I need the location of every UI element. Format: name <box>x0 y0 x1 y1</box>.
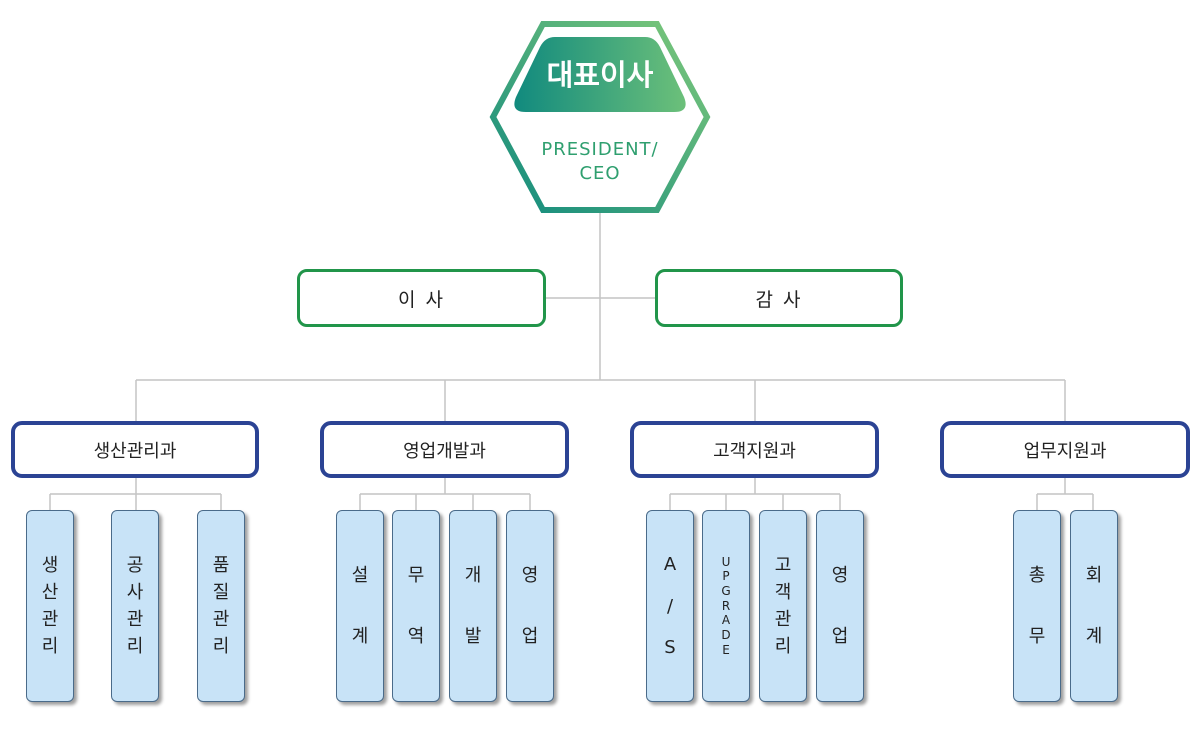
team-char: 고 <box>774 555 792 576</box>
ceo-title: 대표이사 <box>547 58 654 92</box>
team-box: 설 계 <box>336 510 384 702</box>
team-box: 회 계 <box>1070 510 1118 702</box>
team-char: 업 <box>521 625 539 647</box>
team-char: P <box>722 569 730 584</box>
team-char: 역 <box>407 625 425 647</box>
team-box: 무 역 <box>392 510 440 702</box>
team-box: 품 질 관 리 <box>197 510 245 702</box>
team-char: 리 <box>126 636 144 657</box>
department-label: 영업개발과 <box>403 440 486 462</box>
ceo-subtitle-line1: PRESIDENT/ <box>541 139 658 160</box>
team-char: 공 <box>126 555 144 576</box>
team-box: 영 업 <box>816 510 864 702</box>
manager-label: 이 사 <box>398 288 445 311</box>
ceo-node: 대표이사 PRESIDENT/ CEO <box>489 21 711 213</box>
team-char: E <box>722 642 730 657</box>
manager-label: 감 사 <box>755 288 803 311</box>
team-char: 계 <box>351 625 369 647</box>
team-char: 무 <box>1028 625 1046 647</box>
team-box: 고 객 관 리 <box>759 510 807 702</box>
team-char: 객 <box>774 582 792 603</box>
team-char: 리 <box>212 636 230 657</box>
team-char: 업 <box>831 625 849 647</box>
team-char: 설 <box>351 565 369 587</box>
team-char: 영 <box>831 565 849 587</box>
team-char: 생 <box>41 555 59 576</box>
department-label: 업무지원과 <box>1023 440 1107 462</box>
department-box-sales-dev: 영업개발과 <box>320 421 569 478</box>
manager-box-director: 이 사 <box>297 269 546 327</box>
team-char: 회 <box>1085 565 1103 587</box>
team-char: 무 <box>407 565 425 587</box>
team-char: 발 <box>464 625 482 647</box>
department-box-customer-support: 고객지원과 <box>630 421 879 478</box>
team-char: 사 <box>126 582 144 603</box>
team-char: 영 <box>521 565 539 587</box>
team-char: G <box>721 584 731 599</box>
team-box: U P G R A D E <box>702 510 750 702</box>
team-char: R <box>721 598 731 613</box>
team-char: S <box>664 636 676 658</box>
team-box: 공 사 관 리 <box>111 510 159 702</box>
team-box: A / S <box>646 510 694 702</box>
ceo-title-banner <box>514 37 686 112</box>
team-box: 개 발 <box>449 510 497 702</box>
team-char: 리 <box>41 636 59 657</box>
team-char: 질 <box>212 582 230 603</box>
team-char: 리 <box>774 636 792 657</box>
ceo-subtitle-line2: CEO <box>579 163 620 184</box>
manager-box-auditor: 감 사 <box>655 269 903 327</box>
department-label: 고객지원과 <box>713 440 796 462</box>
team-char: A <box>663 554 677 576</box>
team-char: 산 <box>41 582 59 603</box>
team-char: 관 <box>212 609 230 630</box>
department-box-production: 생산관리과 <box>11 421 259 478</box>
team-char: D <box>721 627 731 642</box>
department-label: 생산관리과 <box>93 440 177 462</box>
department-box-business-support: 업무지원과 <box>940 421 1190 478</box>
team-char: 품 <box>212 555 230 576</box>
team-char: 관 <box>41 609 59 630</box>
team-box: 생 산 관 리 <box>26 510 74 702</box>
team-char: 관 <box>126 609 144 630</box>
team-box: 영 업 <box>506 510 554 702</box>
team-char: 계 <box>1085 625 1103 647</box>
team-char: / <box>666 595 674 617</box>
team-char: 개 <box>464 565 482 587</box>
team-char: U <box>721 554 731 569</box>
team-char: 관 <box>774 609 792 630</box>
team-char: A <box>721 613 731 628</box>
team-char: 총 <box>1028 565 1046 587</box>
team-box: 총 무 <box>1013 510 1061 702</box>
